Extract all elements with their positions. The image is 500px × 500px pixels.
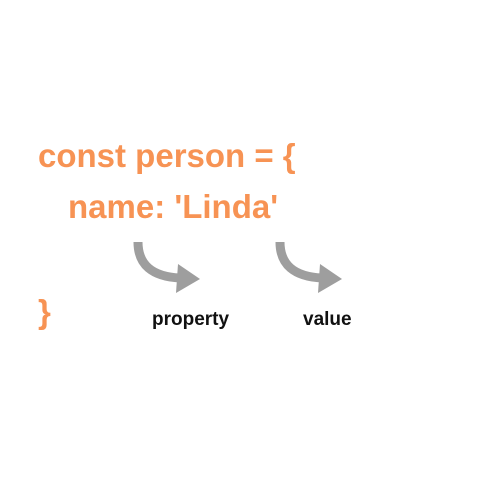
code-line-declaration: const person = { xyxy=(38,137,296,174)
property-label: property xyxy=(152,309,230,330)
code-line-closing-brace: } xyxy=(38,293,51,330)
code-line-property: name: 'Linda' xyxy=(68,188,279,225)
curved-arrow-property-icon xyxy=(133,241,200,293)
curved-arrow-value-icon xyxy=(275,241,342,293)
value-label: value xyxy=(303,309,352,330)
